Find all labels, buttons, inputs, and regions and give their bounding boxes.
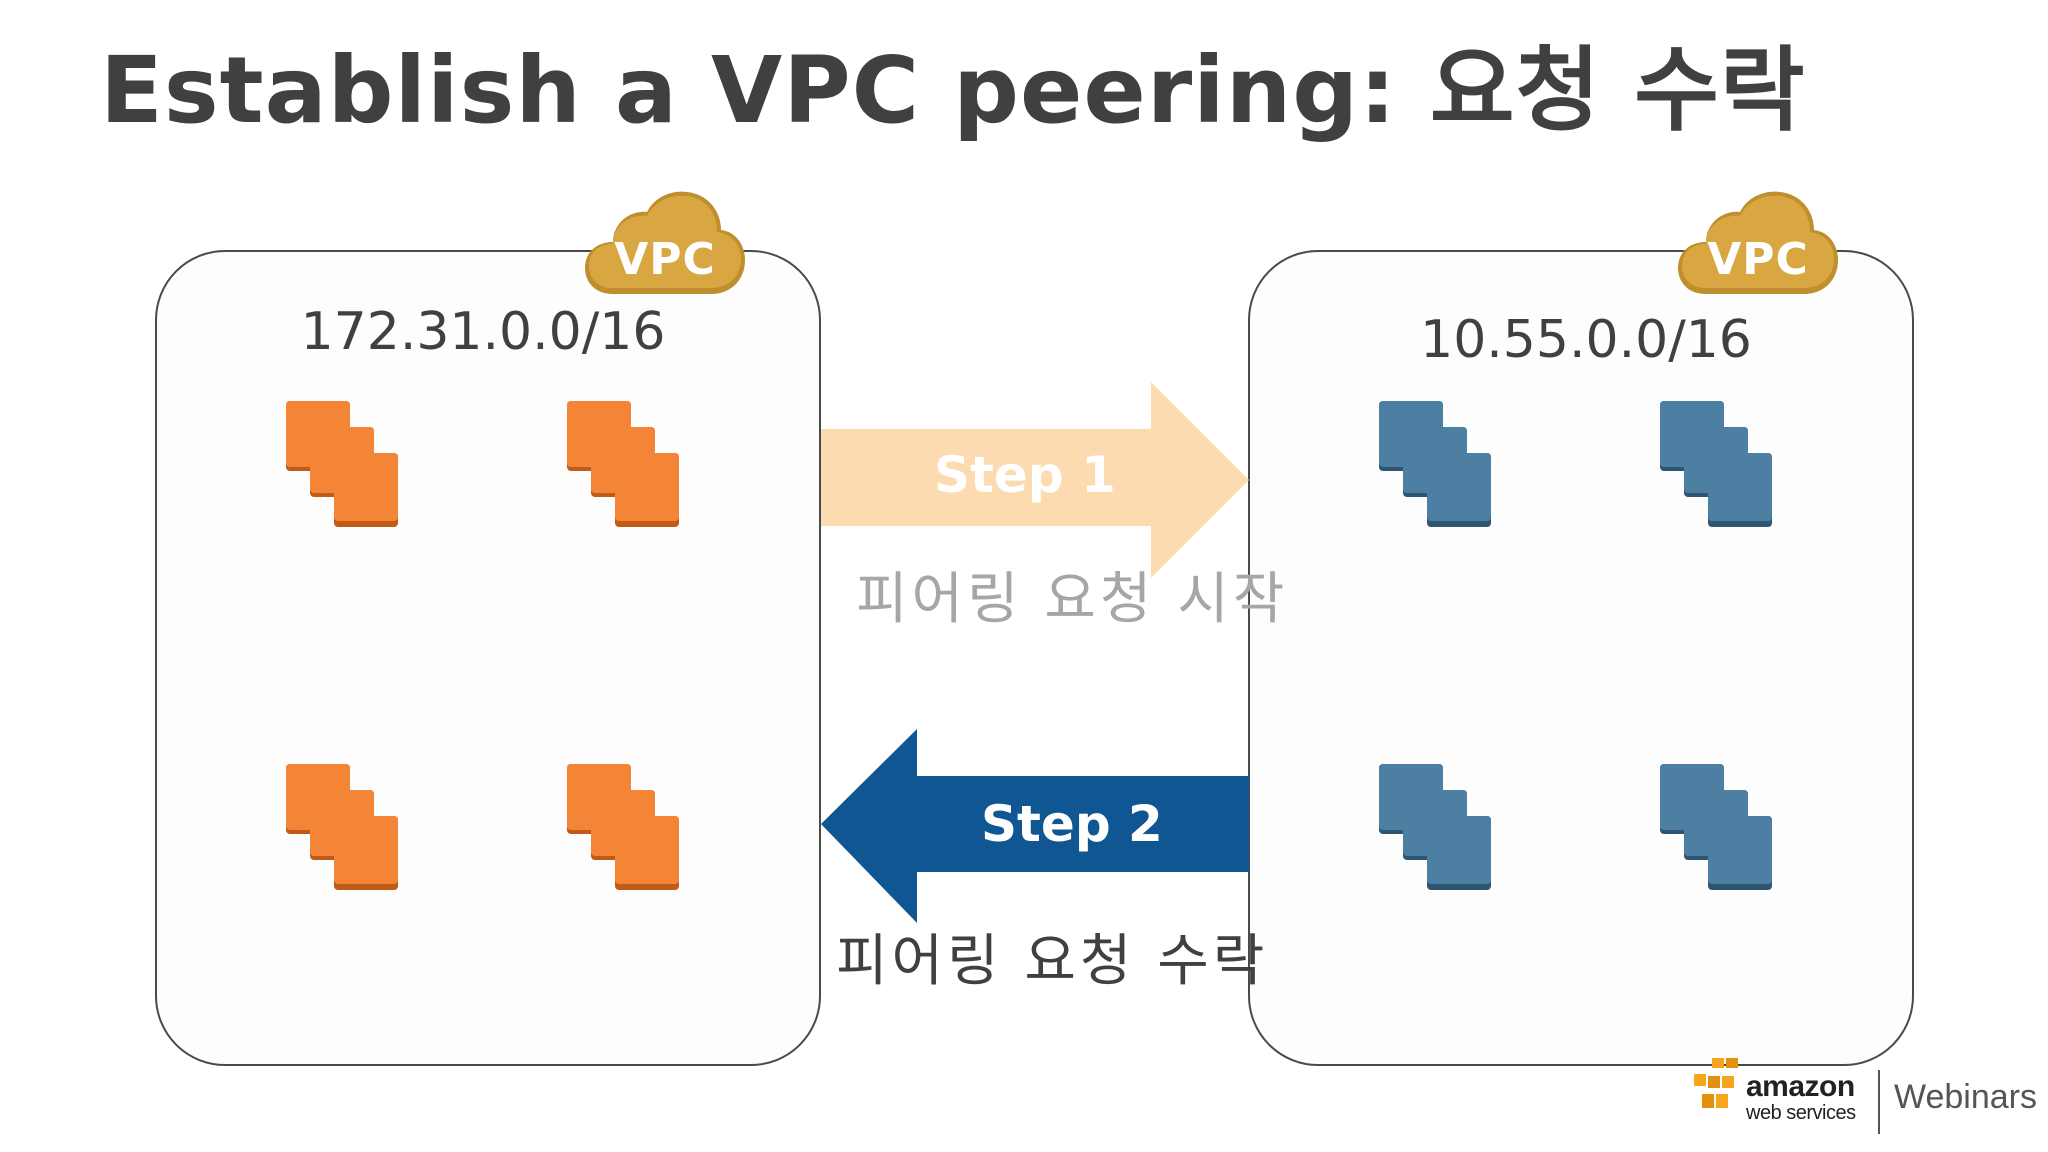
step2-arrow: Step 2 [821,729,1249,923]
ec2-instance-icon [565,399,685,529]
brand-label: Webinars [1894,1078,2037,1116]
ec2-instance-icon [284,399,404,529]
aws-cubes-icon [1694,1058,1738,1108]
vpc-badge-label: VPC [614,234,716,285]
ec2-instance-icon [1377,399,1497,529]
ec2-instance-icon [565,762,685,892]
vpc-cidr: 10.55.0.0/16 [1420,310,1752,370]
vpc-left: VPC 172.31.0.0/16 [155,191,821,1066]
slide-title: Establish a VPC peering: 요청 수락 [100,37,1806,144]
brand-divider [1878,1070,1880,1134]
step1-label: Step 1 [934,446,1116,504]
aws-logo-word: amazon [1746,1070,1855,1103]
ec2-instance-icon [1658,762,1778,892]
step2-label: Step 2 [981,795,1163,853]
ec2-instance-icon [1658,399,1778,529]
vpc-cloud-icon: VPC [1676,190,1840,302]
step2-caption: 피어링 요청 수락 [836,929,1269,994]
vpc-cloud-icon: VPC [583,190,747,302]
ec2-instance-icon [284,762,404,892]
step1-caption: 피어링 요청 시작 [856,567,1289,632]
vpc-right: VPC 10.55.0.0/16 [1248,191,1914,1066]
aws-logo-sub: web services [1746,1102,1856,1124]
vpc-badge-label: VPC [1707,234,1809,285]
step1-arrow: Step 1 [821,382,1249,578]
vpc-cidr: 172.31.0.0/16 [300,302,666,362]
ec2-instance-icon [1377,762,1497,892]
aws-webinars-logo: amazon web services Webinars [1690,1056,2037,1140]
